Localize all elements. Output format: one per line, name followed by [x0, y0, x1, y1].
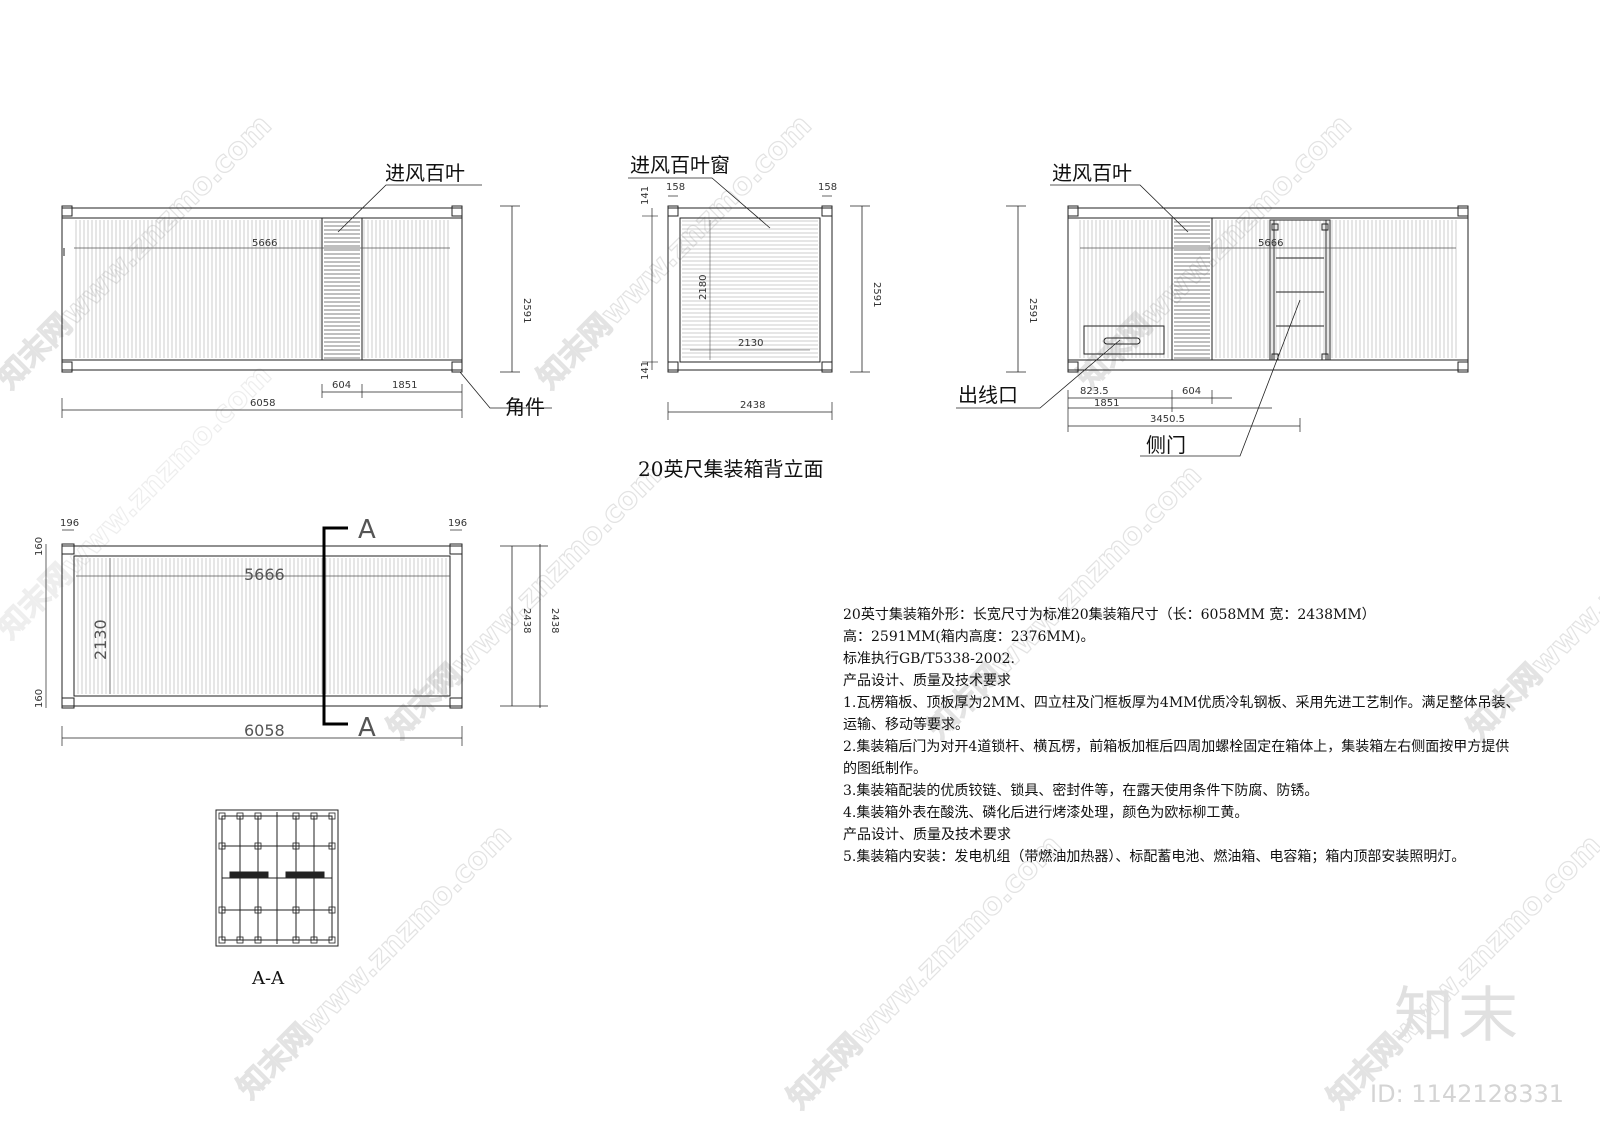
corner-fitting — [1457, 361, 1469, 373]
louver-panel — [321, 217, 363, 361]
note-line: 产品设计、质量及技术要求 — [843, 827, 1011, 843]
back-elevation-caption: 20英尺集装箱背立面 — [638, 457, 823, 481]
plan-view — [45, 526, 548, 746]
section-a-a — [215, 809, 339, 947]
technical-notes: 20英寸集装箱外形：长宽尺寸为标准20集装箱尺寸（长：6058MM 宽：2438… — [843, 604, 1523, 868]
note-line: 2.集装箱后门为对开4道锁杆、横瓦楞，前箱板加框后四周加螺栓固定在箱体上，集装箱… — [843, 739, 1510, 777]
dim-inner-height-back: 2180 — [698, 275, 709, 300]
watermark: 知末网www.znzmo.com — [1071, 108, 1359, 396]
corner-fitting — [449, 697, 463, 709]
label-corner-fitting: 角件 — [505, 395, 545, 419]
note-line: 1.瓦楞箱板、顶板厚为2MM、四立柱及门框板厚为4MM优质冷轧钢板、采用先进工艺… — [843, 695, 1520, 733]
note-line: 高：2591MM(箱内高度：2376MM)。 — [843, 629, 1095, 645]
dim-plan-height-b: 2438 — [549, 608, 560, 633]
dim-height-left: 2591 — [521, 298, 532, 323]
dim-plan-side-bottom: 160 — [34, 689, 45, 708]
note-line: 4.集装箱外表在酸洗、磷化后进行烤漆处理，颜色为欧标柳工黄。 — [843, 805, 1249, 821]
label-side-door: 侧门 — [1146, 433, 1186, 457]
dim-total-left: 6058 — [250, 398, 275, 409]
louver-window — [679, 217, 821, 363]
louver-panel — [1171, 217, 1213, 361]
dim-plan-total: 6058 — [244, 721, 285, 740]
dim-louver-right: 604 — [1182, 386, 1201, 397]
dim-plan-height-a: 2438 — [521, 608, 532, 633]
note-line: 标准执行GB/T5338-2002. — [843, 651, 1015, 667]
watermark: 知末网www.znzmo.com — [231, 818, 519, 1106]
brand-logo: 知末 — [1394, 981, 1522, 1051]
corner-fitting — [667, 205, 679, 217]
dim-door: 3450.5 — [1150, 414, 1185, 425]
corner-fitting — [61, 361, 73, 373]
watermark: 知末网www.znzmo.com — [0, 108, 279, 396]
corner-fitting — [667, 361, 679, 373]
dim-plan-right-top: 196 — [448, 518, 467, 529]
label-louver-window: 进风百叶窗 — [630, 153, 730, 177]
corner-fitting — [821, 361, 833, 373]
dim-offset-right: 1851 — [1094, 398, 1119, 409]
back-elevation — [628, 177, 870, 420]
watermark: 知末网www.znzmo.com — [0, 358, 279, 646]
corner-fitting — [61, 697, 75, 709]
dim-width-back: 2438 — [740, 400, 765, 411]
side-elevation-left — [61, 184, 552, 418]
dim-inner-left: 5666 — [252, 238, 277, 249]
section-mark-bottom: A — [358, 713, 376, 743]
corner-fitting — [451, 361, 463, 373]
dim-height-back: 2591 — [871, 282, 882, 307]
corner-fitting — [451, 205, 463, 217]
dim-plan-inner-height: 2130 — [91, 619, 110, 660]
dim-edge-bottom: 141 — [640, 361, 651, 380]
dim-inner-width-back: 2130 — [738, 338, 763, 349]
dim-inner-right: 5666 — [1258, 238, 1283, 249]
dim-height-right: 2591 — [1027, 298, 1038, 323]
note-line: 20英寸集装箱外形：长宽尺寸为标准20集装箱尺寸（长：6058MM 宽：2438… — [843, 607, 1376, 623]
dim-outlet: 823.5 — [1080, 386, 1109, 397]
corner-fitting — [61, 543, 75, 555]
note-line: 3.集装箱配装的优质铰链、锁具、密封件等，在露天使用条件下防腐、防锈。 — [843, 783, 1319, 799]
corner-fitting — [449, 543, 463, 555]
corner-fitting — [1067, 361, 1079, 373]
note-line: 产品设计、质量及技术要求 — [843, 673, 1011, 689]
dim-plan-side-top: 160 — [34, 537, 45, 556]
dim-edge-top: 141 — [640, 186, 651, 205]
dim-louver-left: 604 — [332, 380, 351, 391]
watermark: 知末网www.znzmo.com — [381, 458, 669, 746]
dim-plan-inner: 5666 — [244, 565, 285, 584]
watermark: 知末网www.znzmo.com — [531, 108, 819, 396]
cable-outlet — [1083, 325, 1165, 355]
note-line: 5.集装箱内安装：发电机组（带燃油加热器）、标配蓄电池、燃油箱、电容箱；箱内顶部… — [843, 849, 1466, 865]
image-id: ID: 1142128331 — [1370, 1080, 1564, 1108]
corner-fitting — [61, 205, 73, 217]
dim-offset-left: 1851 — [392, 380, 417, 391]
section-caption: A-A — [251, 968, 285, 989]
dim-top-right: 158 — [818, 182, 837, 193]
label-louver-right: 进风百叶 — [1052, 161, 1132, 185]
corner-fitting — [1067, 205, 1079, 217]
corner-fitting — [821, 205, 833, 217]
label-louver-left: 进风百叶 — [385, 161, 465, 185]
label-cable-outlet: 出线口 — [958, 383, 1018, 407]
side-door — [1269, 219, 1331, 361]
side-elevation-right — [956, 184, 1469, 457]
dim-plan-left-top: 196 — [60, 518, 79, 529]
corner-fitting — [1457, 205, 1469, 217]
watermark: 知末网www.znzmo.com — [781, 828, 1069, 1116]
dim-top-left: 158 — [666, 182, 685, 193]
section-mark-top: A — [358, 515, 376, 545]
